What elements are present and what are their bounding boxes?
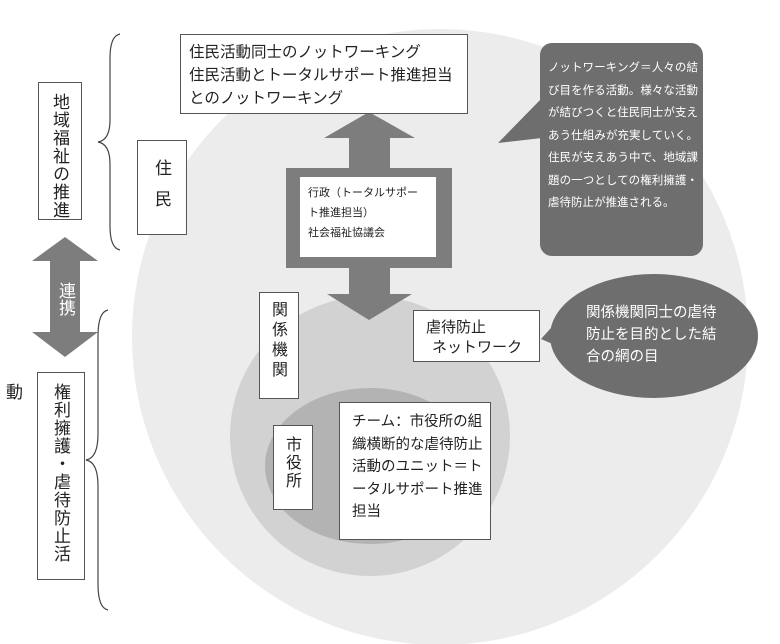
arrow-up-to-residents bbox=[324, 112, 415, 168]
callout-agencies-text: 関係機関同士の虐待防止を目的とした結合の網の目 bbox=[586, 305, 717, 365]
residents-label: 住民 bbox=[137, 140, 187, 235]
networking-line-3: とのノットワーキング bbox=[189, 89, 344, 107]
callout-knotworking-tail bbox=[498, 98, 542, 143]
networking-line-1: 住民活動同士のノットワーキング bbox=[189, 43, 421, 61]
callout-knotworking-text: ノットワーキング＝人々の結び目を作る活動。様々な活動が結びつくと住民同士が支えあ… bbox=[548, 60, 698, 209]
residents-networking-box: 住民活動同士のノットワーキング 住民活動とトータルサポート推進担当 とのノットワ… bbox=[180, 34, 468, 114]
city-hall-label: 市役所 bbox=[273, 425, 313, 510]
admin-line-2: 社会福祉協議会 bbox=[308, 226, 385, 239]
community-welfare-label: 地域福祉の推進 bbox=[38, 82, 82, 220]
admin-line-1: 行政（トータルサポート推進担当） bbox=[308, 186, 418, 219]
networking-line-2: 住民活動とトータルサポート推進担当 bbox=[189, 66, 453, 84]
cooperation-double-arrow bbox=[32, 237, 98, 357]
network-line-1: 虐待防止 bbox=[426, 318, 487, 336]
callout-knotworking-shape bbox=[540, 43, 703, 256]
brace-community-welfare bbox=[97, 33, 121, 251]
callout-agencies-tail bbox=[541, 318, 562, 348]
brace-rights-advocacy bbox=[85, 309, 109, 611]
abuse-prevention-network-box: 虐待防止 ネットワーク bbox=[413, 310, 540, 362]
admin-box: 行政（トータルサポート推進担当） 社会福祉協議会 bbox=[300, 177, 436, 257]
cooperation-label: 連携 bbox=[55, 282, 75, 316]
callout-agencies-shape bbox=[550, 274, 758, 398]
arrow-down-to-agencies bbox=[327, 268, 412, 320]
network-line-2: ネットワーク bbox=[432, 338, 523, 356]
rights-advocacy-label: 権利擁護・虐待防止活動 bbox=[2, 372, 85, 580]
agencies-label: 関係機関 bbox=[259, 292, 299, 399]
team-box: チーム：市役所の組織横断的な虐待防止活動のユニット＝トータルサポート推進担当 bbox=[339, 402, 491, 540]
